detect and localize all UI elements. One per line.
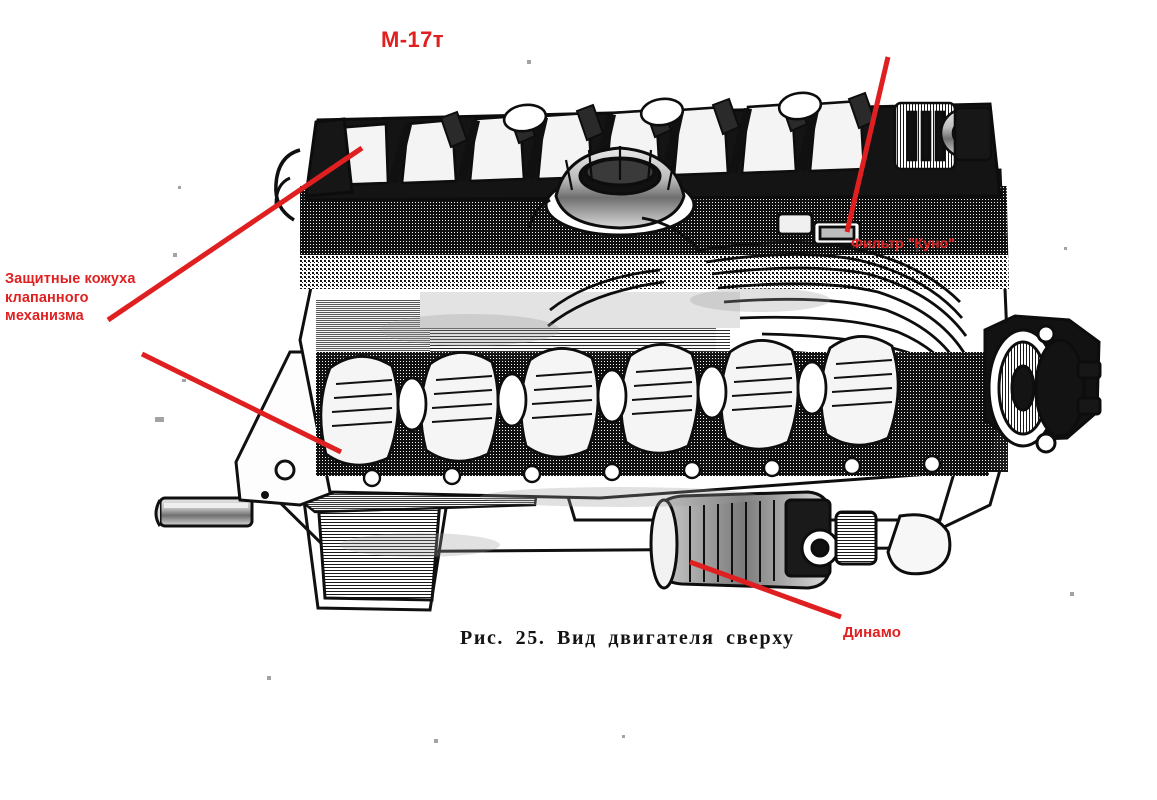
- annotation-dynamo: Динамо: [843, 624, 901, 641]
- annotation-valve-covers: Защитные кожуха клапанного механизма: [5, 271, 136, 325]
- annotation-kuno-filter: Фильтр "Куно": [851, 235, 956, 251]
- engine-model-label: М-17т: [381, 27, 444, 52]
- figure-caption: Рис. 25. Вид двигателя сверху: [460, 627, 795, 649]
